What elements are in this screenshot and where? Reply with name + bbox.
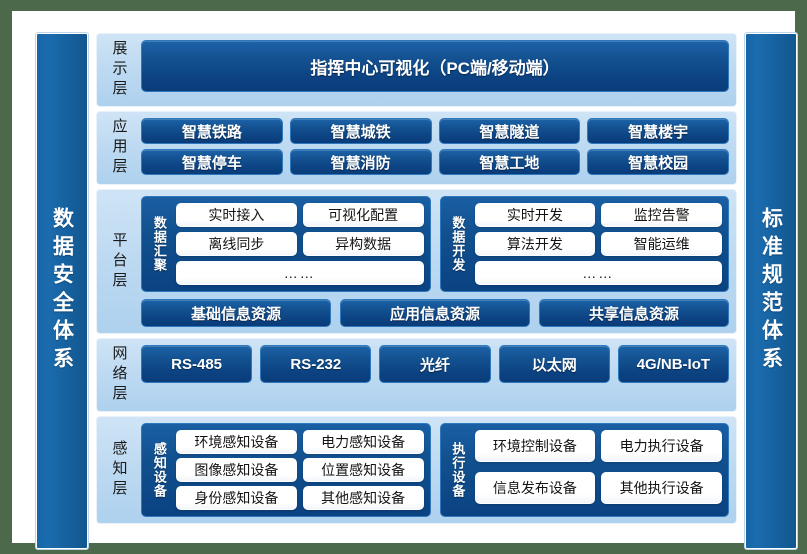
app-item-smart-railway[interactable]: 智慧铁路 — [141, 118, 283, 144]
network-row: RS-485 RS-232 光纤 以太网 4G/NB-IoT — [141, 345, 729, 383]
network-item-rs485[interactable]: RS-485 — [141, 345, 253, 383]
layer-network: 网络层 RS-485 RS-232 光纤 以太网 4G/NB-IoT — [96, 338, 737, 412]
actuator-cell-other-execution[interactable]: 其他执行设备 — [601, 472, 722, 504]
sense-cell-other-sensing[interactable]: 其他感知设备 — [302, 486, 424, 510]
platform-cell-more-development[interactable]: …… — [474, 261, 722, 285]
resource-shared-information[interactable]: 共享信息资源 — [539, 299, 729, 327]
sense-cell-identity-sensing[interactable]: 身份感知设备 — [176, 486, 297, 510]
layer-platform-body: 数据汇聚 实时接入 可视化配置 离线同步 异构数据 …… — [141, 196, 729, 327]
platform-group-1-cells: 实时开发 监控告警 算法开发 智能运维 …… — [474, 203, 722, 285]
layer-sense-label: 感知层 — [110, 440, 128, 500]
platform-cell-offline-sync[interactable]: 离线同步 — [176, 232, 297, 256]
platform-cell-realtime-ingest[interactable]: 实时接入 — [176, 203, 297, 227]
sense-group-1-title: 执行设备 — [450, 442, 466, 498]
platform-cell-heterogeneous-data[interactable]: 异构数据 — [302, 232, 424, 256]
sense-group-0-title-wrap: 感知设备 — [148, 430, 170, 510]
layer-network-label: 网络层 — [110, 345, 128, 405]
pillar-data-security: 数据安全体系 — [36, 33, 88, 549]
platform-cell-intelligent-ops[interactable]: 智能运维 — [601, 232, 722, 256]
sense-group-sensing-devices: 感知设备 环境感知设备 电力感知设备 图像感知设备 位置感知设备 身份感知设备 … — [141, 423, 431, 517]
platform-cell-more-aggregation[interactable]: …… — [176, 261, 424, 285]
sense-group-0-title: 感知设备 — [151, 442, 167, 498]
layer-platform-label: 平台层 — [110, 231, 128, 292]
platform-group-data-aggregation: 数据汇聚 实时接入 可视化配置 离线同步 异构数据 …… — [141, 196, 431, 292]
sense-groups: 感知设备 环境感知设备 电力感知设备 图像感知设备 位置感知设备 身份感知设备 … — [141, 423, 729, 517]
platform-wrap: 数据汇聚 实时接入 可视化配置 离线同步 异构数据 …… — [141, 196, 729, 327]
app-item-smart-firefighting[interactable]: 智慧消防 — [289, 149, 432, 175]
layer-application-body: 智慧铁路 智慧城铁 智慧隧道 智慧楼宇 智慧停车 智慧消防 智慧工地 智慧校园 — [141, 118, 729, 178]
pillar-left-label: 数据安全体系 — [50, 207, 74, 375]
layer-stack: 展示层 指挥中心可视化（PC端/移动端） 应用层 智慧铁路 智慧城铁 智慧隧道 … — [96, 33, 737, 524]
platform-cell-realtime-development[interactable]: 实时开发 — [474, 203, 596, 227]
platform-cell-monitoring-alarm[interactable]: 监控告警 — [601, 203, 722, 227]
layer-network-label-wrap: 网络层 — [97, 345, 141, 405]
platform-groups: 数据汇聚 实时接入 可视化配置 离线同步 异构数据 …… — [141, 196, 729, 292]
application-grid: 智慧铁路 智慧城铁 智慧隧道 智慧楼宇 智慧停车 智慧消防 智慧工地 智慧校园 — [141, 118, 729, 175]
platform-group-0-title-wrap: 数据汇聚 — [148, 203, 170, 285]
layer-display: 展示层 指挥中心可视化（PC端/移动端） — [96, 33, 737, 107]
network-item-ethernet[interactable]: 以太网 — [498, 345, 610, 383]
layer-application: 应用层 智慧铁路 智慧城铁 智慧隧道 智慧楼宇 智慧停车 智慧消防 智慧工地 智… — [96, 111, 737, 185]
layer-display-body: 指挥中心可视化（PC端/移动端） — [141, 40, 729, 100]
pillar-standard-specification: 标准规范体系 — [745, 33, 797, 549]
layer-sense-label-wrap: 感知层 — [97, 423, 141, 517]
layer-display-label: 展示层 — [110, 40, 128, 100]
layer-application-label-wrap: 应用层 — [97, 118, 141, 178]
app-item-smart-parking[interactable]: 智慧停车 — [141, 149, 283, 175]
layer-sense-body: 感知设备 环境感知设备 电力感知设备 图像感知设备 位置感知设备 身份感知设备 … — [141, 423, 729, 517]
network-item-rs232[interactable]: RS-232 — [260, 345, 372, 383]
sense-cell-location-sensing[interactable]: 位置感知设备 — [302, 458, 424, 482]
platform-group-1-title: 数据开发 — [450, 216, 466, 272]
layer-sense: 感知层 感知设备 环境感知设备 电力感知设备 图像感知设备 — [96, 416, 737, 524]
actuator-cell-environment-control[interactable]: 环境控制设备 — [474, 430, 596, 462]
platform-cell-visual-config[interactable]: 可视化配置 — [302, 203, 424, 227]
layer-display-label-wrap: 展示层 — [97, 40, 141, 100]
pillar-right-label: 标准规范体系 — [759, 207, 783, 375]
resource-application-information[interactable]: 应用信息资源 — [340, 299, 530, 327]
layer-platform-label-wrap: 平台层 — [97, 196, 141, 327]
sense-group-actuator-devices: 执行设备 环境控制设备 电力执行设备 信息发布设备 其他执行设备 — [439, 423, 729, 517]
app-item-smart-urban-rail[interactable]: 智慧城铁 — [289, 118, 432, 144]
layer-application-label: 应用层 — [110, 118, 128, 178]
app-item-smart-campus[interactable]: 智慧校园 — [587, 149, 729, 175]
platform-group-1-title-wrap: 数据开发 — [447, 203, 469, 285]
sense-group-1-cells: 环境控制设备 电力执行设备 信息发布设备 其他执行设备 — [474, 430, 722, 510]
actuator-cell-information-release[interactable]: 信息发布设备 — [474, 472, 596, 504]
display-command-center-box[interactable]: 指挥中心可视化（PC端/移动端） — [141, 40, 729, 92]
sense-group-1-title-wrap: 执行设备 — [447, 430, 469, 510]
platform-group-0-title: 数据汇聚 — [151, 216, 167, 272]
app-item-smart-construction[interactable]: 智慧工地 — [438, 149, 581, 175]
resource-basic-information[interactable]: 基础信息资源 — [141, 299, 331, 327]
network-item-fiber[interactable]: 光纤 — [379, 345, 491, 383]
sense-cell-environment-sensing[interactable]: 环境感知设备 — [176, 430, 297, 454]
layer-platform: 平台层 数据汇聚 实时接入 可视化配置 — [96, 189, 737, 334]
platform-group-0-cells: 实时接入 可视化配置 离线同步 异构数据 …… — [176, 203, 424, 285]
platform-cell-algorithm-development[interactable]: 算法开发 — [474, 232, 596, 256]
sense-cell-image-sensing[interactable]: 图像感知设备 — [176, 458, 297, 482]
platform-group-data-development: 数据开发 实时开发 监控告警 算法开发 智能运维 …… — [439, 196, 729, 292]
sense-cell-power-sensing[interactable]: 电力感知设备 — [302, 430, 424, 454]
layer-network-body: RS-485 RS-232 光纤 以太网 4G/NB-IoT — [141, 345, 729, 405]
sense-group-0-cells: 环境感知设备 电力感知设备 图像感知设备 位置感知设备 身份感知设备 其他感知设… — [176, 430, 424, 510]
diagram-frame: 数据安全体系 标准规范体系 展示层 指挥中心可视化（PC端/移动端） 应用层 — [12, 11, 797, 549]
app-item-smart-building[interactable]: 智慧楼宇 — [587, 118, 729, 144]
actuator-cell-power-execution[interactable]: 电力执行设备 — [601, 430, 722, 462]
platform-resource-row: 基础信息资源 应用信息资源 共享信息资源 — [141, 299, 729, 327]
network-item-4g-nbiot[interactable]: 4G/NB-IoT — [617, 345, 729, 383]
app-item-smart-tunnel[interactable]: 智慧隧道 — [438, 118, 581, 144]
